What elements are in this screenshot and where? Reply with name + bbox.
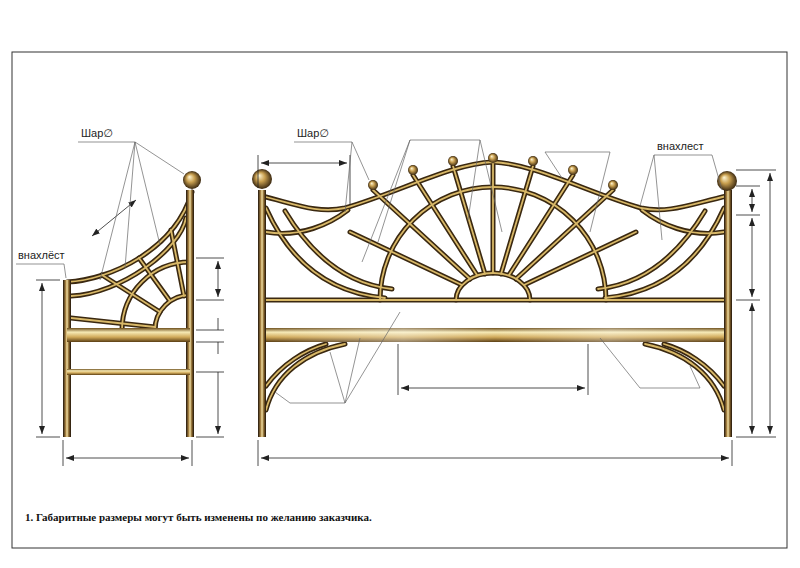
dimension-lines [218,318,219,354]
sheet-frame [12,52,787,548]
leader-lines [600,338,700,388]
label-holder: 1. Габаритные размеры могут быть изменен… [24,511,373,524]
label-holder: внахлест [656,140,705,153]
front-view [368,180,378,190]
front-view [252,153,737,437]
dimension-lines [752,189,753,212]
dimension-lines [42,283,43,434]
dimension-lines [66,458,189,459]
ball-callout: Шар∅ [296,127,330,140]
front-view [528,156,538,166]
dimension-lines [63,440,192,466]
front-view [724,190,732,437]
dimension-lines [92,200,136,236]
leader-lines [275,312,400,403]
dimension-lines [398,344,588,395]
drawing-note: 1. Габаритные размеры могут быть изменен… [24,511,373,524]
dimension-lines [218,372,219,434]
overlap-callout: внахлест [656,140,705,153]
side-view [183,171,201,189]
dimension-lines [258,155,350,205]
leader-lines [294,142,369,212]
side-view [186,190,194,437]
front-view [266,328,724,342]
label-holder: внахлёст [17,249,66,262]
dimension-lines [218,261,219,297]
dimension-lines [752,218,753,297]
dimension-lines [261,163,347,164]
front-view [608,180,618,190]
front-view [488,153,498,163]
side-view [67,328,190,342]
leader-lines [640,155,722,240]
front-view [408,165,418,175]
front-view [448,156,458,166]
dimension-lines [258,440,732,466]
dimension-lines [770,173,771,434]
dimension-lines [36,280,60,437]
front-view [266,328,724,342]
dimension-lines [752,303,753,434]
side-view [63,280,71,437]
dimension-lines [401,388,585,389]
dimension-lines [261,458,729,459]
front-view [717,171,737,191]
front-view [568,165,578,175]
label-holder: Шар∅ [296,127,330,140]
leader-lines [545,152,610,232]
side-view [63,171,201,437]
dimension-lines [36,155,776,466]
leader-lines [16,140,722,403]
leader-lines [78,142,184,280]
label-holder: Шар∅ [80,127,114,140]
front-view [258,190,266,437]
front-view [252,169,272,189]
side-view [67,369,190,375]
dimension-lines [736,170,776,437]
overlap-callout: внахлёст [17,249,66,262]
dimension-lines [196,258,224,437]
ball-callout: Шар∅ [80,127,114,140]
leader-lines [362,140,502,262]
leader-lines [16,264,66,278]
